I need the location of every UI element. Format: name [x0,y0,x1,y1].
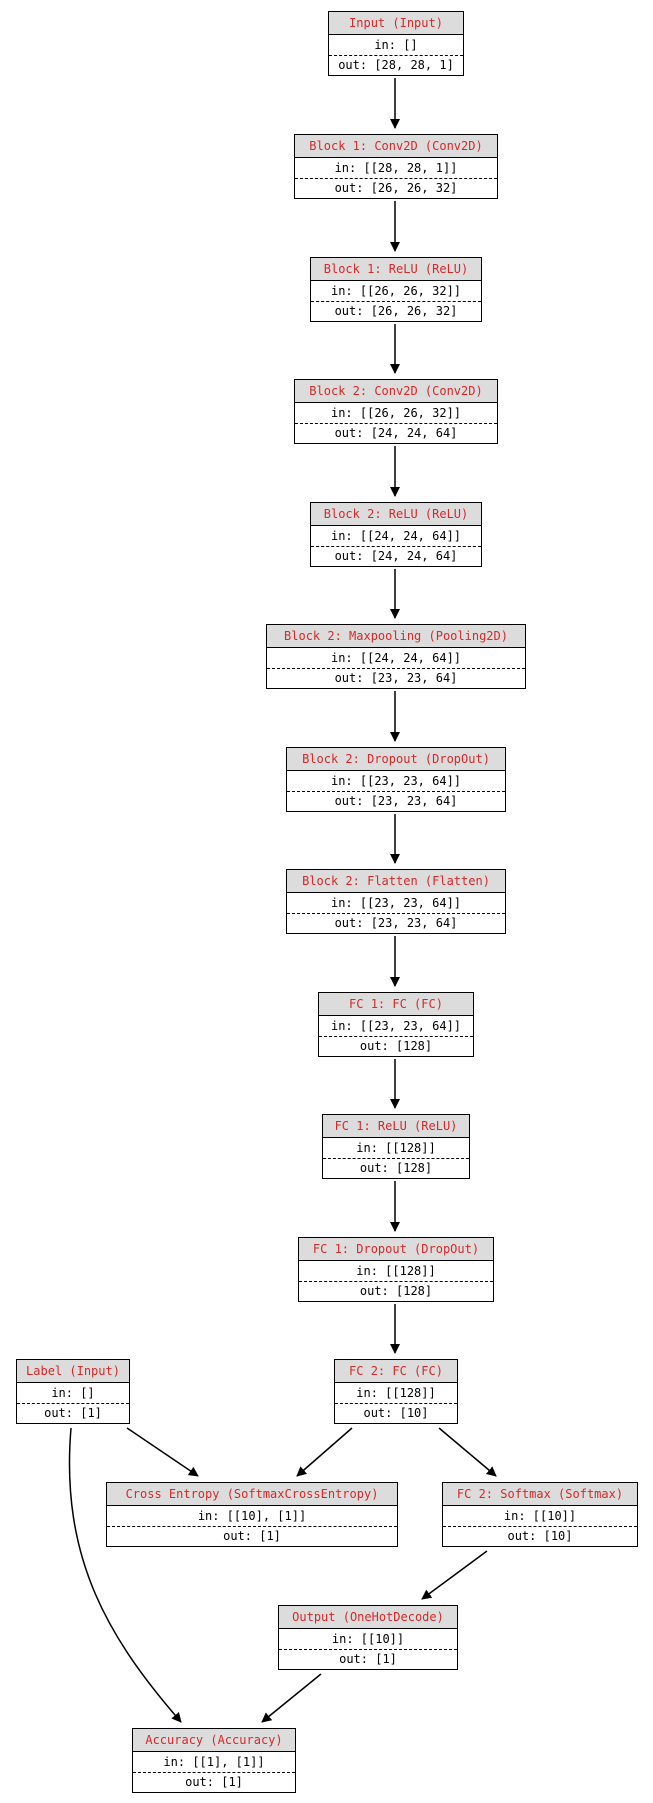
node-out-shape: out: [23, 23, 64] [334,916,458,930]
node-out-shape: out: [1] [44,1406,102,1420]
edge-fc2-to-crossentropy [296,1427,353,1477]
node-in-shape: in: [[24, 24, 64]] [267,648,525,669]
node-in-shape: in: [[10]] [279,1629,457,1650]
node-in-shape: in: [[24, 24, 64]] [311,526,481,547]
node-block2-maxpooling: Block 2: Maxpooling (Pooling2D) in: [[24… [266,624,526,689]
node-title: Input (Input) [329,12,463,35]
node-cross-entropy: Cross Entropy (SoftmaxCrossEntropy) in: … [106,1482,398,1547]
node-in-shape: in: [[23, 23, 64]] [287,893,505,914]
node-in-shape: in: [[23, 23, 64]] [319,1016,473,1037]
node-out-shape: out: [23, 23, 64] [334,671,458,685]
node-title: Output (OneHotDecode) [279,1606,457,1629]
node-block2-relu: Block 2: ReLU (ReLU) in: [[24, 24, 64]] … [310,502,482,567]
node-in-shape: in: [[26, 26, 32]] [311,281,481,302]
node-input: Input (Input) in: [] out: [28, 28, 1] [328,11,464,76]
node-out-shape: out: [10] [363,1406,429,1420]
node-title: Block 2: Dropout (DropOut) [287,748,505,771]
node-block2-conv2d: Block 2: Conv2D (Conv2D) in: [[26, 26, 3… [294,379,498,444]
node-block2-dropout: Block 2: Dropout (DropOut) in: [[23, 23,… [286,747,506,812]
edge-output-to-accuracy [261,1673,322,1723]
node-out-shape: out: [23, 23, 64] [334,794,458,808]
node-title: FC 1: ReLU (ReLU) [323,1115,469,1138]
node-in-shape: in: [] [17,1383,129,1404]
node-in-shape: in: [[128]] [323,1138,469,1159]
node-out-shape: out: [24, 24, 64] [334,549,458,563]
node-in-shape: in: [[23, 23, 64]] [287,771,505,792]
node-out-shape: out: [128] [359,1039,433,1053]
node-out-shape: out: [26, 26, 32] [334,181,458,195]
node-out-shape: out: [1] [339,1652,397,1666]
node-out-shape: out: [1] [223,1529,281,1543]
node-fc1-fc: FC 1: FC (FC) in: [[23, 23, 64]] out: [1… [318,992,474,1057]
edge-label-to-crossentropy [126,1427,199,1477]
node-title: Block 2: Flatten (Flatten) [287,870,505,893]
node-title: Block 1: ReLU (ReLU) [311,258,481,281]
node-in-shape: in: [[128]] [299,1261,493,1282]
edge-fc2-to-softmax [438,1427,497,1477]
node-block2-flatten: Block 2: Flatten (Flatten) in: [[23, 23,… [286,869,506,934]
edge-label-to-accuracy [68,1427,182,1723]
node-out-shape: out: [1] [185,1775,243,1789]
node-block1-relu: Block 1: ReLU (ReLU) in: [[26, 26, 32]] … [310,257,482,322]
node-out-shape: out: [28, 28, 1] [338,58,454,72]
node-label-input: Label (Input) in: [] out: [1] [16,1359,130,1424]
edge-softmax-to-output [421,1550,488,1600]
node-in-shape: in: [[28, 28, 1]] [295,158,497,179]
node-out-shape: out: [24, 24, 64] [334,426,458,440]
node-title: Cross Entropy (SoftmaxCrossEntropy) [107,1483,397,1506]
node-title: Block 2: Maxpooling (Pooling2D) [267,625,525,648]
node-title: FC 1: FC (FC) [319,993,473,1016]
node-fc2-fc: FC 2: FC (FC) in: [[128]] out: [10] [334,1359,458,1424]
node-output-onehotdecode: Output (OneHotDecode) in: [[10]] out: [1… [278,1605,458,1670]
node-out-shape: out: [128] [359,1161,433,1175]
node-out-shape: out: [128] [359,1284,433,1298]
node-title: FC 2: Softmax (Softmax) [443,1483,637,1506]
node-title: FC 2: FC (FC) [335,1360,457,1383]
node-out-shape: out: [10] [507,1529,573,1543]
node-in-shape: in: [[26, 26, 32]] [295,403,497,424]
node-in-shape: in: [[10]] [443,1506,637,1527]
node-title: FC 1: Dropout (DropOut) [299,1238,493,1261]
node-fc1-dropout: FC 1: Dropout (DropOut) in: [[128]] out:… [298,1237,494,1302]
node-fc1-relu: FC 1: ReLU (ReLU) in: [[128]] out: [128] [322,1114,470,1179]
node-fc2-softmax: FC 2: Softmax (Softmax) in: [[10]] out: … [442,1482,638,1547]
node-title: Label (Input) [17,1360,129,1383]
node-in-shape: in: [[128]] [335,1383,457,1404]
node-title: Block 2: ReLU (ReLU) [311,503,481,526]
node-out-shape: out: [26, 26, 32] [334,304,458,318]
node-in-shape: in: [[10], [1]] [107,1506,397,1527]
node-in-shape: in: [[1], [1]] [133,1752,295,1773]
node-in-shape: in: [] [329,35,463,56]
node-title: Block 1: Conv2D (Conv2D) [295,135,497,158]
node-accuracy: Accuracy (Accuracy) in: [[1], [1]] out: … [132,1728,296,1793]
node-title: Accuracy (Accuracy) [133,1729,295,1752]
node-block1-conv2d: Block 1: Conv2D (Conv2D) in: [[28, 28, 1… [294,134,498,199]
node-title: Block 2: Conv2D (Conv2D) [295,380,497,403]
